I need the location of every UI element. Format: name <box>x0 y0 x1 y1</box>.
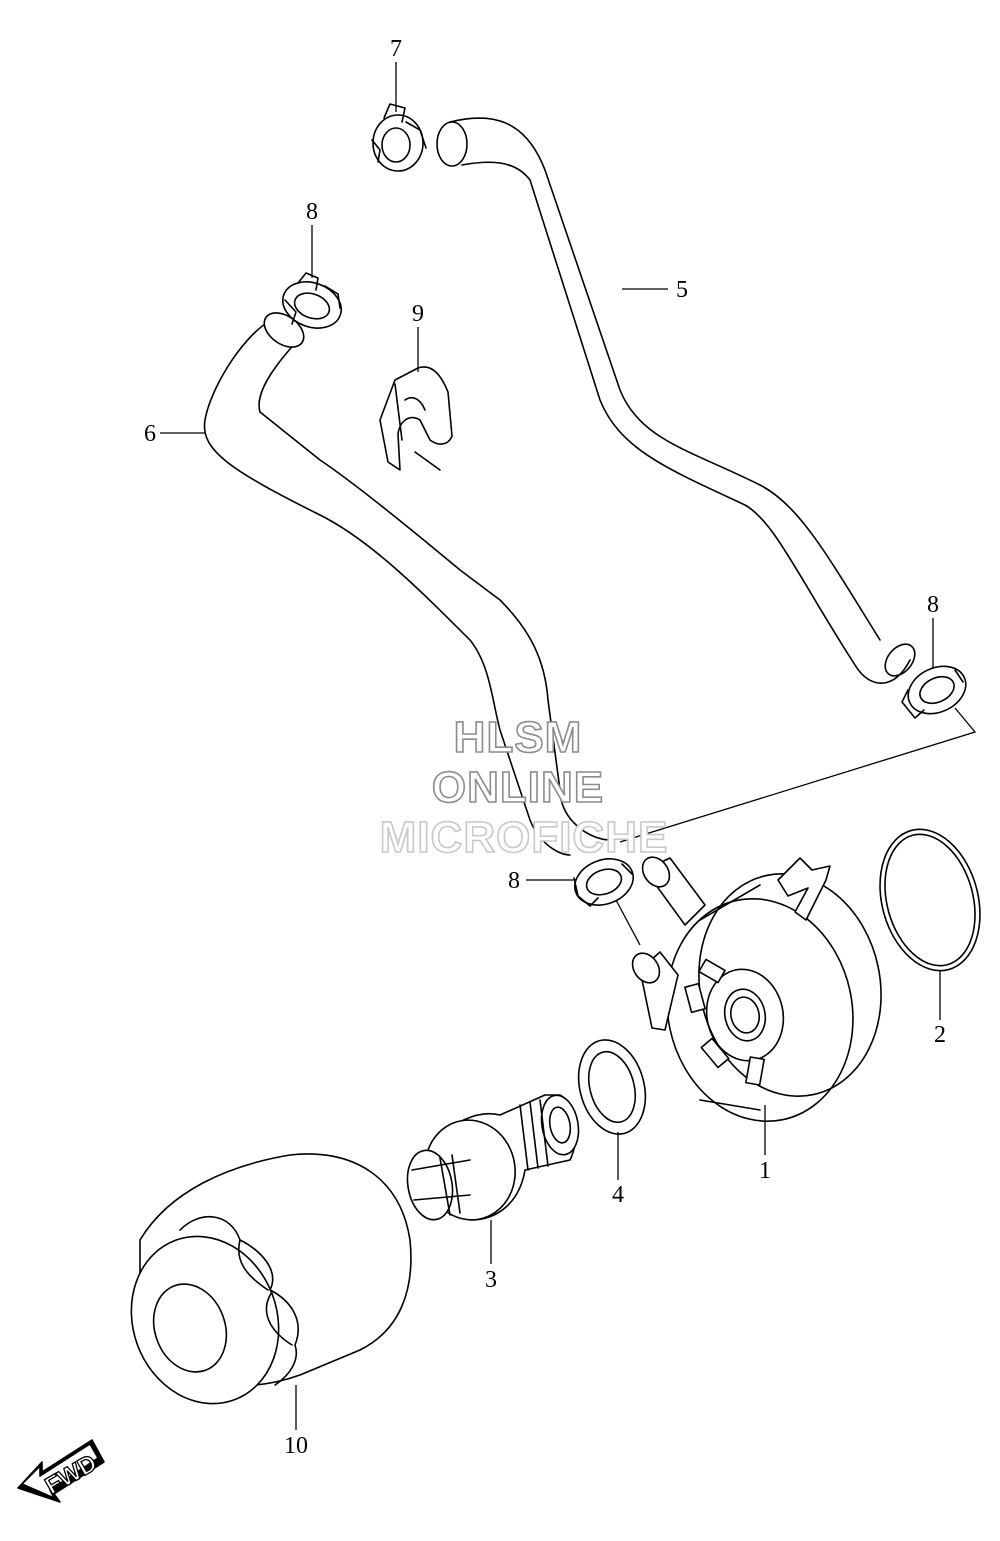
callout-9: 9 <box>412 301 424 327</box>
bracket-9 <box>379 366 453 471</box>
callout-4: 4 <box>612 1182 624 1208</box>
callout-3: 3 <box>485 1267 497 1293</box>
fwd-arrow-icon: FWD <box>17 1439 105 1503</box>
washer-4 <box>577 1039 647 1135</box>
union-bolt-3 <box>406 1094 580 1221</box>
callout-10: 10 <box>284 1433 308 1459</box>
callout-8-lower: 8 <box>508 868 520 894</box>
clamp-8-upper <box>282 272 342 329</box>
watermark-line-1: HLSM <box>454 713 583 762</box>
watermark: HLSM ONLINE MICROFICHE <box>379 712 669 863</box>
callout-6: 6 <box>144 421 156 447</box>
callout-2: 2 <box>934 1022 946 1048</box>
hose-6 <box>203 312 611 856</box>
callout-1: 1 <box>759 1158 771 1184</box>
oil-filter-10 <box>130 1153 412 1405</box>
o-ring-2 <box>879 828 981 972</box>
hose-5 <box>436 117 916 684</box>
callout-8-upper: 8 <box>306 199 318 225</box>
watermark-line-3: MICROFICHE <box>380 813 669 862</box>
watermark-line-2: ONLINE <box>432 763 604 812</box>
callout-5: 5 <box>676 277 688 303</box>
callout-labels: 7 8 9 5 6 8 8 2 1 4 3 10 <box>144 36 946 1459</box>
leader-lines <box>160 62 941 1430</box>
clamp-8-right <box>901 665 967 719</box>
oil-cooler-1 <box>631 856 882 1123</box>
callout-8-right: 8 <box>927 592 939 618</box>
clamp-7 <box>371 103 427 172</box>
connection-lines <box>615 707 977 946</box>
clamp-8-lower <box>573 858 634 907</box>
callout-7: 7 <box>390 36 402 62</box>
